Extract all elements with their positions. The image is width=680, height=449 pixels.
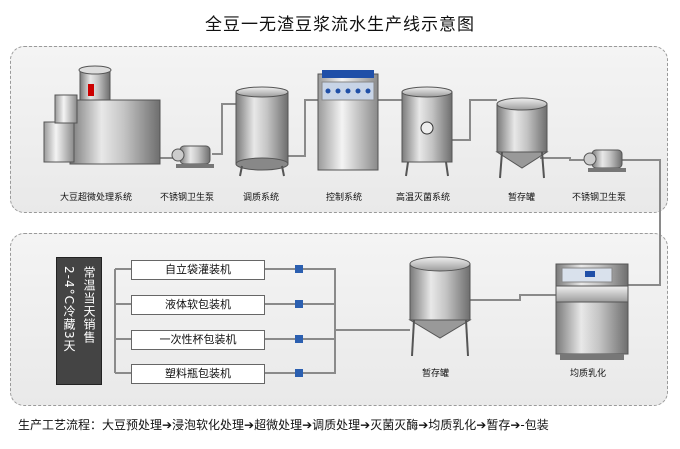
storage-method-box: 常温当天销售 2-4°C冷藏3天 [56, 257, 102, 385]
label-sterilization: 高温灭菌系统 [396, 193, 451, 203]
label-control: 控制系统 [326, 193, 363, 203]
label-pump-2: 不锈钢卫生泵 [572, 193, 627, 203]
valve-icons [295, 265, 303, 377]
label-homogenizer: 均质乳化 [570, 369, 607, 379]
diagram-title: 全豆一无渣豆浆流水生产线示意图 [205, 15, 475, 35]
pump-1 [171, 145, 214, 168]
storage-tank-top [495, 97, 549, 179]
process-flow-text: 生产工艺流程：大豆预处理➔浸泡软化处理➔超微处理➔调质处理➔灭菌灭酶➔均质乳化➔… [18, 418, 549, 432]
label-grinder: 大豆超微处理系统 [60, 193, 133, 203]
label-conditioning: 调质系统 [243, 193, 280, 203]
control-cabinet [317, 70, 379, 171]
label-pump-1: 不锈钢卫生泵 [160, 193, 215, 203]
packaging-soft-pack: 液体软包装机 [131, 295, 265, 315]
label-storage-top: 暂存罐 [508, 193, 536, 203]
label-storage-bottom: 暂存罐 [422, 369, 450, 379]
storage-room-temp: 常温当天销售 [82, 266, 96, 344]
packaging-bottle: 塑料瓶包装机 [131, 364, 265, 384]
bottom-pipes [114, 268, 556, 374]
packaging-pouch-filler: 自立袋灌装机 [131, 260, 265, 280]
sterilization-tank [401, 86, 453, 177]
packaging-cup: 一次性杯包装机 [131, 330, 265, 350]
homogenizer-machine [555, 263, 629, 360]
conditioning-tank [235, 86, 289, 177]
grinder-machine [43, 65, 161, 165]
top-pipes [150, 99, 661, 286]
storage-refrigerated: 2-4°C冷藏3天 [62, 266, 76, 353]
pump-2 [583, 149, 626, 172]
storage-tank-bottom [408, 256, 472, 357]
